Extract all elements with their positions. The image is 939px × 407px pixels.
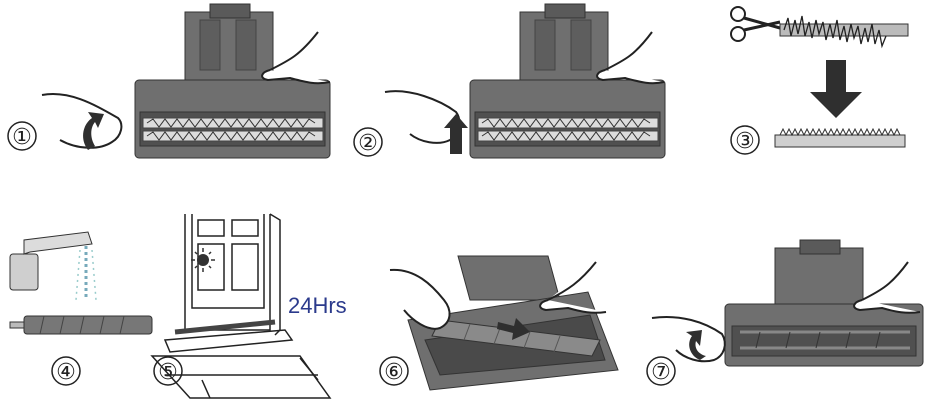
step-number-7: ⑦	[651, 360, 671, 385]
panel-step-5: 24Hrs ⑤	[150, 213, 347, 399]
panel-step-3: ③	[730, 6, 909, 155]
vacuum-head	[134, 3, 331, 159]
arrow-icon	[83, 112, 104, 150]
hand-icon	[651, 261, 921, 363]
panel-step-6: ⑥	[379, 255, 619, 391]
arrow-icon	[810, 60, 862, 118]
hand-icon	[41, 31, 331, 149]
arrow-icon	[497, 318, 530, 340]
sun-icon	[191, 248, 215, 272]
scissors-icon	[730, 6, 781, 42]
vacuum-head	[724, 239, 924, 367]
drying-time-label: 24Hrs	[288, 293, 347, 318]
tangled-brush	[779, 15, 909, 49]
faucet-icon	[9, 231, 97, 301]
step-number-6: ⑥	[384, 360, 404, 385]
arrow-icon	[444, 114, 468, 154]
panel-step-2: ②	[353, 3, 666, 159]
clean-brush	[774, 127, 906, 148]
step-number-3: ③	[735, 129, 755, 154]
step-number-2: ②	[358, 131, 378, 156]
arrow-icon	[686, 330, 706, 360]
hand-icon	[389, 261, 607, 330]
step-number-4: ④	[56, 360, 76, 385]
vacuum-head	[469, 3, 666, 159]
brush-roll	[174, 319, 276, 335]
step-number-1: ①	[12, 125, 32, 150]
window-frame	[150, 213, 332, 399]
panel-step-1: ①	[7, 3, 331, 159]
brush-roll	[9, 315, 153, 335]
step-number-5: ⑤	[158, 360, 178, 385]
panel-step-7: ⑦	[646, 239, 924, 386]
panel-step-4: ④	[9, 231, 153, 386]
